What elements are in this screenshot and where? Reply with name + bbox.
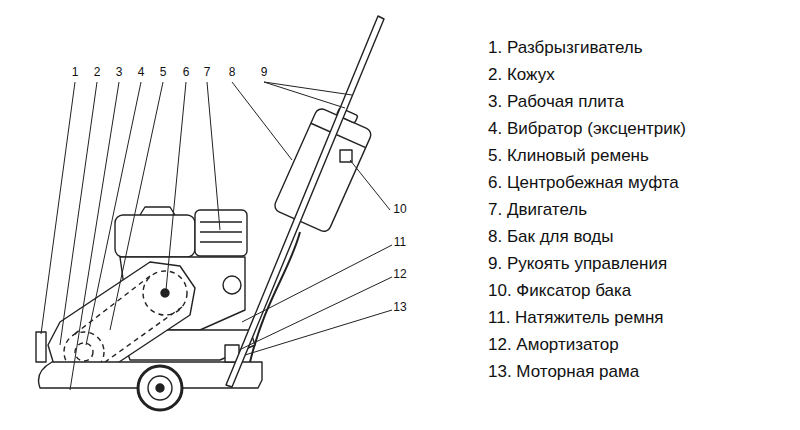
part-name: 13. Моторная рама xyxy=(488,362,639,382)
part-name: 4. Вибратор (эксцентрик) xyxy=(488,119,686,139)
part-name: 6. Центробежная муфта xyxy=(488,173,679,193)
callout-number: 5 xyxy=(160,66,167,80)
water-tank xyxy=(273,100,377,234)
part-name: 1. Разбрызгиватель xyxy=(488,38,643,58)
callout-number: 4 xyxy=(138,66,145,80)
callout-number: 8 xyxy=(229,66,236,80)
callout-number: 10 xyxy=(393,203,406,217)
belt-guard xyxy=(48,262,195,378)
part-name: 11. Натяжитель ремня xyxy=(488,308,664,328)
leader-lines xyxy=(41,82,392,390)
callout-number: 13 xyxy=(393,301,406,315)
part-name: 7. Двигатель xyxy=(488,200,587,220)
callout-number: 7 xyxy=(204,66,211,80)
callout-number: 1 xyxy=(72,66,79,80)
control-handle xyxy=(226,16,384,387)
wheel xyxy=(138,366,182,410)
part-name: 10. Фиксатор бака xyxy=(488,281,631,301)
part-name: 5. Клиновый ремень xyxy=(488,146,649,166)
callout-number: 12 xyxy=(393,268,406,282)
callout-number: 11 xyxy=(394,236,406,250)
hidden-pulleys xyxy=(64,271,187,372)
part-name: 12. Амортизатор xyxy=(488,335,619,355)
part-name: 8. Бак для воды xyxy=(488,227,614,247)
part-name: 3. Рабочая плита xyxy=(488,92,624,112)
part-name: 9. Рукоять управления xyxy=(488,254,667,274)
callout-number: 3 xyxy=(116,66,123,80)
part-name: 2. Кожух xyxy=(488,65,555,85)
sprinkler xyxy=(36,332,46,362)
water-hose xyxy=(250,232,300,362)
callout-number: 9 xyxy=(261,66,268,80)
callout-number: 2 xyxy=(94,66,101,80)
callout-number: 6 xyxy=(183,66,190,80)
